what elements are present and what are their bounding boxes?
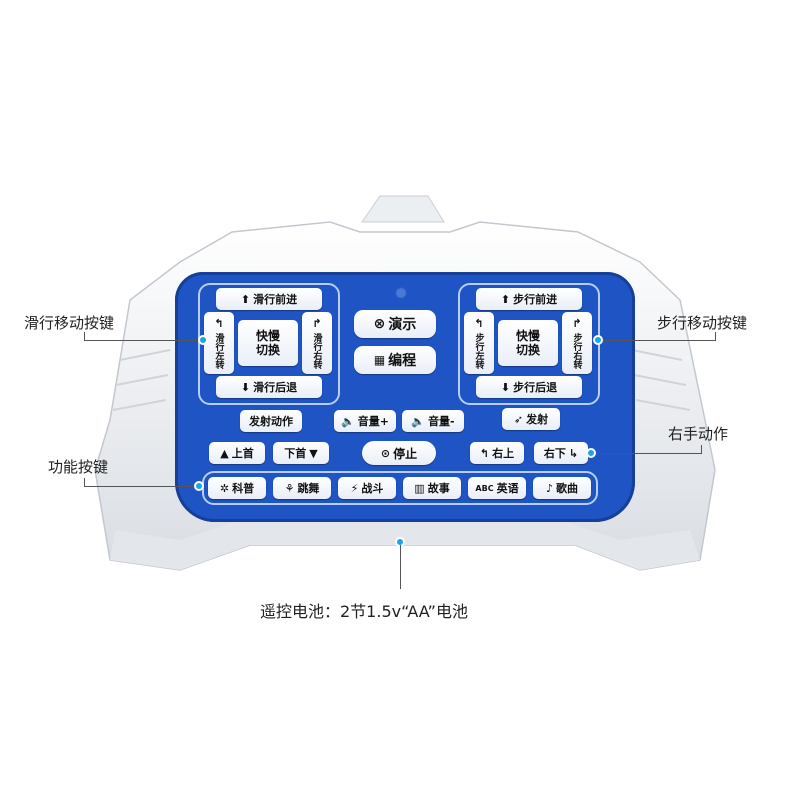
function-dance-button[interactable]: ⚘ 跳舞 — [273, 477, 331, 499]
film-reel-icon: ⊗ — [373, 316, 386, 332]
arrow-up-icon: ⬆ — [240, 292, 251, 306]
walk-back-button[interactable]: ⬇ 步行后退 — [476, 376, 582, 398]
speaker-icon: 🔈 — [341, 414, 355, 428]
book-icon: ▥ — [414, 481, 425, 495]
callout-function: 功能按键 — [48, 458, 109, 476]
atom-icon: ✲ — [219, 481, 230, 495]
callout-walk-move: 步行移动按键 — [657, 314, 748, 332]
function-science-button[interactable]: ✲ 科普 — [208, 477, 266, 499]
volume-up-button[interactable]: 🔈 音量+ — [334, 410, 396, 432]
fire-button[interactable]: ➶ 发射 — [502, 408, 560, 430]
callout-line — [84, 478, 85, 487]
callout-line — [84, 486, 200, 487]
volume-down-button[interactable]: 🔈 音量- — [402, 410, 464, 432]
callout-line — [715, 332, 716, 341]
slide-forward-button[interactable]: ⬆ 滑行前进 — [216, 288, 322, 310]
arrow-down-icon: ⬇ — [500, 380, 511, 394]
turn-left-icon: ↰ — [474, 317, 484, 330]
stop-icon: ⊙ — [380, 446, 391, 460]
function-songs-button[interactable]: ♪ 歌曲 — [533, 477, 591, 499]
hand-up-icon: ↰ — [479, 446, 490, 460]
callout-dot — [586, 448, 596, 458]
arrow-down-icon: ⬇ — [240, 380, 251, 394]
callout-line — [701, 445, 702, 454]
function-english-button[interactable]: ABC 英语 — [468, 477, 526, 499]
function-battle-button[interactable]: ⚡ 战斗 — [338, 477, 396, 499]
indicator-led — [397, 289, 405, 297]
slide-speed-button[interactable]: 快慢切换 — [238, 320, 298, 366]
arrow-up-icon: ⬆ — [500, 292, 511, 306]
slide-right-button[interactable]: ↱ 滑行右转 — [302, 312, 332, 374]
callout-battery: 遥控电池：2节1.5v“AA”电池 — [260, 602, 468, 621]
rocket-icon: ➶ — [513, 412, 524, 426]
callout-line — [592, 453, 702, 454]
callout-dot — [198, 335, 208, 345]
callout-slide-move: 滑行移动按键 — [24, 314, 115, 332]
stop-button[interactable]: ⊙ 停止 — [362, 441, 436, 465]
hand-down-icon: ↳ — [568, 446, 579, 460]
walk-forward-button[interactable]: ⬆ 步行前进 — [476, 288, 582, 310]
turn-right-icon: ↱ — [312, 317, 322, 330]
walk-speed-button[interactable]: 快慢切换 — [498, 320, 558, 366]
slide-left-button[interactable]: ↰ 滑行左转 — [204, 312, 234, 374]
triangle-down-icon: ▼ — [309, 446, 318, 460]
right-hand-down-button[interactable]: 右下 ↳ — [534, 442, 588, 464]
callout-line — [84, 332, 85, 341]
callout-line — [400, 545, 401, 589]
music-note-icon: ♪ — [545, 481, 554, 495]
function-story-button[interactable]: ▥ 故事 — [403, 477, 461, 499]
launch-action-button[interactable]: 发射动作 — [240, 410, 302, 432]
callout-right-hand: 右手动作 — [668, 425, 729, 443]
turn-left-icon: ↰ — [214, 317, 224, 330]
slide-back-button[interactable]: ⬇ 滑行后退 — [216, 376, 322, 398]
speaker-icon: 🔈 — [411, 414, 426, 428]
dancer-icon: ⚘ — [284, 481, 295, 495]
abc-icon: ABC — [475, 483, 494, 493]
right-hand-up-button[interactable]: ↰ 右上 — [470, 442, 524, 464]
prev-track-button[interactable]: ▲ 上首 — [209, 442, 265, 464]
callout-dot — [593, 335, 603, 345]
demo-button[interactable]: ⊗ 演示 — [354, 310, 436, 338]
callout-line — [84, 340, 204, 341]
lightning-icon: ⚡ — [350, 481, 359, 495]
walk-right-button[interactable]: ↱ 步行右转 — [562, 312, 592, 374]
next-track-button[interactable]: 下首 ▼ — [273, 442, 329, 464]
window-icon: ▦ — [373, 353, 386, 367]
program-button[interactable]: ▦ 编程 — [354, 346, 436, 374]
callout-dot — [194, 481, 204, 491]
walk-left-button[interactable]: ↰ 步行左转 — [464, 312, 494, 374]
callout-line — [600, 340, 716, 341]
triangle-up-icon: ▲ — [220, 446, 229, 460]
turn-right-icon: ↱ — [572, 317, 582, 330]
